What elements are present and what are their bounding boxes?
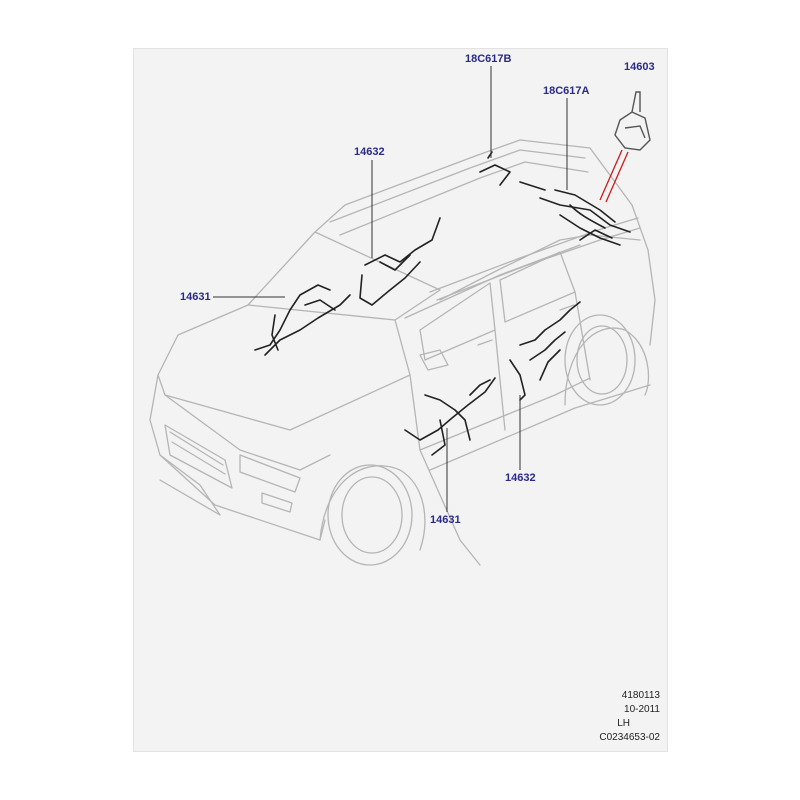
- callout-14631-dash: 14631: [180, 291, 211, 303]
- reference-side: LH: [617, 718, 630, 729]
- wiring-harnesses: [254, 151, 631, 456]
- highlight-lines: [599, 149, 629, 203]
- reference-code: 4180113: [621, 690, 660, 701]
- vehicle-outline: [149, 139, 656, 566]
- callout-18c617a: 18C617A: [543, 85, 590, 97]
- callout-18c617b: 18C617B: [465, 53, 512, 65]
- leader-lines: [213, 66, 568, 512]
- callout-14631-front-door: 14631: [430, 514, 461, 526]
- diagram-panel: [133, 48, 668, 752]
- bracket-14603-icon: [614, 91, 651, 151]
- reference-block: 4180113 10-2011 LH C0234653-02: [570, 689, 660, 745]
- callout-14603: 14603: [624, 61, 655, 73]
- reference-date: 10-2011: [624, 704, 660, 715]
- reference-illustration-id: C0234653-02: [599, 732, 660, 743]
- callout-14632-rear-door: 14632: [505, 472, 536, 484]
- callout-14632-roof: 14632: [354, 146, 385, 158]
